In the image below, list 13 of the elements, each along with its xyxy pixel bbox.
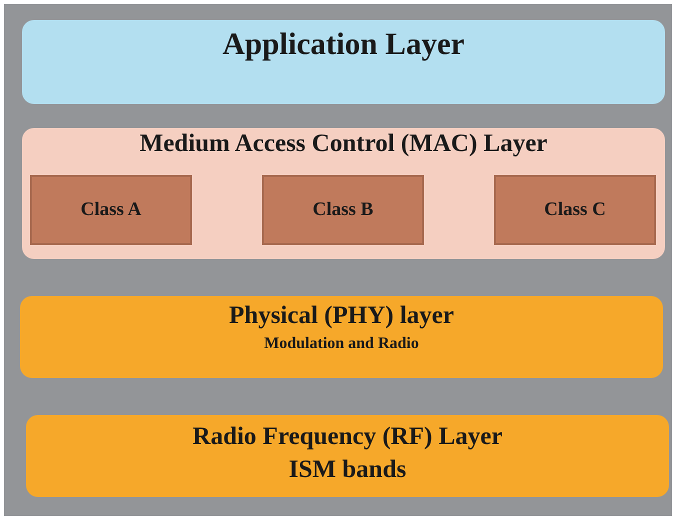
layer-box — [20, 296, 663, 378]
layer-subtitle: ISM bands — [288, 456, 406, 484]
layer-title: Radio Frequency (RF) Layer — [192, 423, 502, 452]
layer-title: Physical (PHY) layer — [229, 302, 454, 331]
class-box: Class B — [262, 175, 424, 245]
layer-box — [22, 128, 665, 259]
layer-subtitle: Modulation and Radio — [264, 334, 419, 354]
layer-title: Medium Access Control (MAC) Layer — [140, 130, 548, 159]
class-box: Class A — [30, 175, 192, 245]
layer-box — [26, 415, 669, 497]
class-box: Class C — [494, 175, 656, 245]
layer-box — [22, 20, 665, 104]
layer-title: Application Layer — [222, 26, 464, 62]
